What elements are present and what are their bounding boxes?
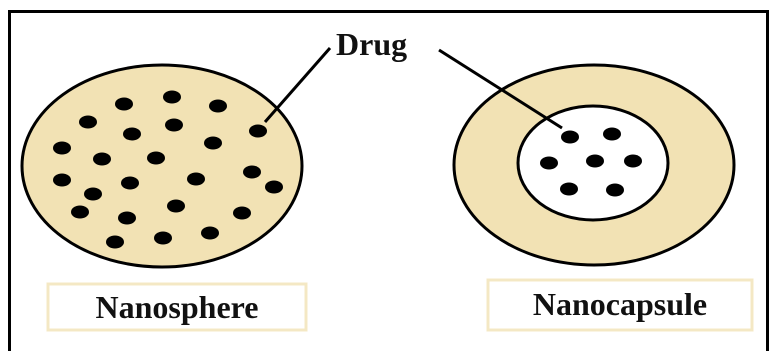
nanocapsule-group bbox=[452, 63, 736, 267]
drug-dot bbox=[165, 118, 183, 132]
drug-dot bbox=[201, 226, 219, 240]
drug-pointer-nanosphere bbox=[263, 47, 332, 123]
drug-dot bbox=[53, 173, 71, 187]
drug-dot bbox=[71, 205, 89, 219]
drug-dot bbox=[79, 115, 97, 129]
drug-dot bbox=[249, 124, 267, 138]
drug-dot bbox=[243, 165, 261, 179]
drug-dot bbox=[118, 211, 136, 225]
drug-dot bbox=[233, 206, 251, 220]
nanocapsule-label-box bbox=[486, 278, 754, 332]
drug-label: Drug bbox=[336, 26, 407, 62]
drug-dot bbox=[115, 97, 133, 111]
drug-dot bbox=[209, 99, 227, 113]
nanosphere-drug-dots bbox=[53, 90, 283, 249]
drug-dot bbox=[586, 154, 604, 168]
nanosphere-label-box bbox=[46, 282, 308, 332]
drug-dot bbox=[167, 199, 185, 213]
drug-dot bbox=[123, 127, 141, 141]
drug-dot bbox=[93, 152, 111, 166]
drug-dot bbox=[154, 231, 172, 245]
drug-dot bbox=[606, 183, 624, 197]
drug-dot bbox=[163, 90, 181, 104]
drug-dot bbox=[204, 136, 222, 150]
drug-dot bbox=[540, 156, 558, 170]
drug-dot bbox=[624, 154, 642, 168]
drug-dot bbox=[560, 182, 578, 196]
drug-dot bbox=[187, 172, 205, 186]
drug-dot bbox=[53, 141, 71, 155]
drug-dot bbox=[603, 127, 621, 141]
drug-dot bbox=[106, 235, 124, 249]
nanosphere-group bbox=[20, 63, 304, 269]
drug-pointer-nanocapsule bbox=[438, 48, 563, 130]
nanocapsule-drug-dots bbox=[540, 127, 642, 197]
nanocapsule-label: Nanocapsule bbox=[533, 286, 707, 322]
drug-dot bbox=[147, 151, 165, 165]
nanosphere-body bbox=[20, 63, 304, 269]
drug-dot bbox=[561, 130, 579, 144]
drug-dot bbox=[121, 176, 139, 190]
drug-dot bbox=[265, 180, 283, 194]
nanosphere-label: Nanosphere bbox=[96, 289, 259, 325]
drug-dot bbox=[84, 187, 102, 201]
